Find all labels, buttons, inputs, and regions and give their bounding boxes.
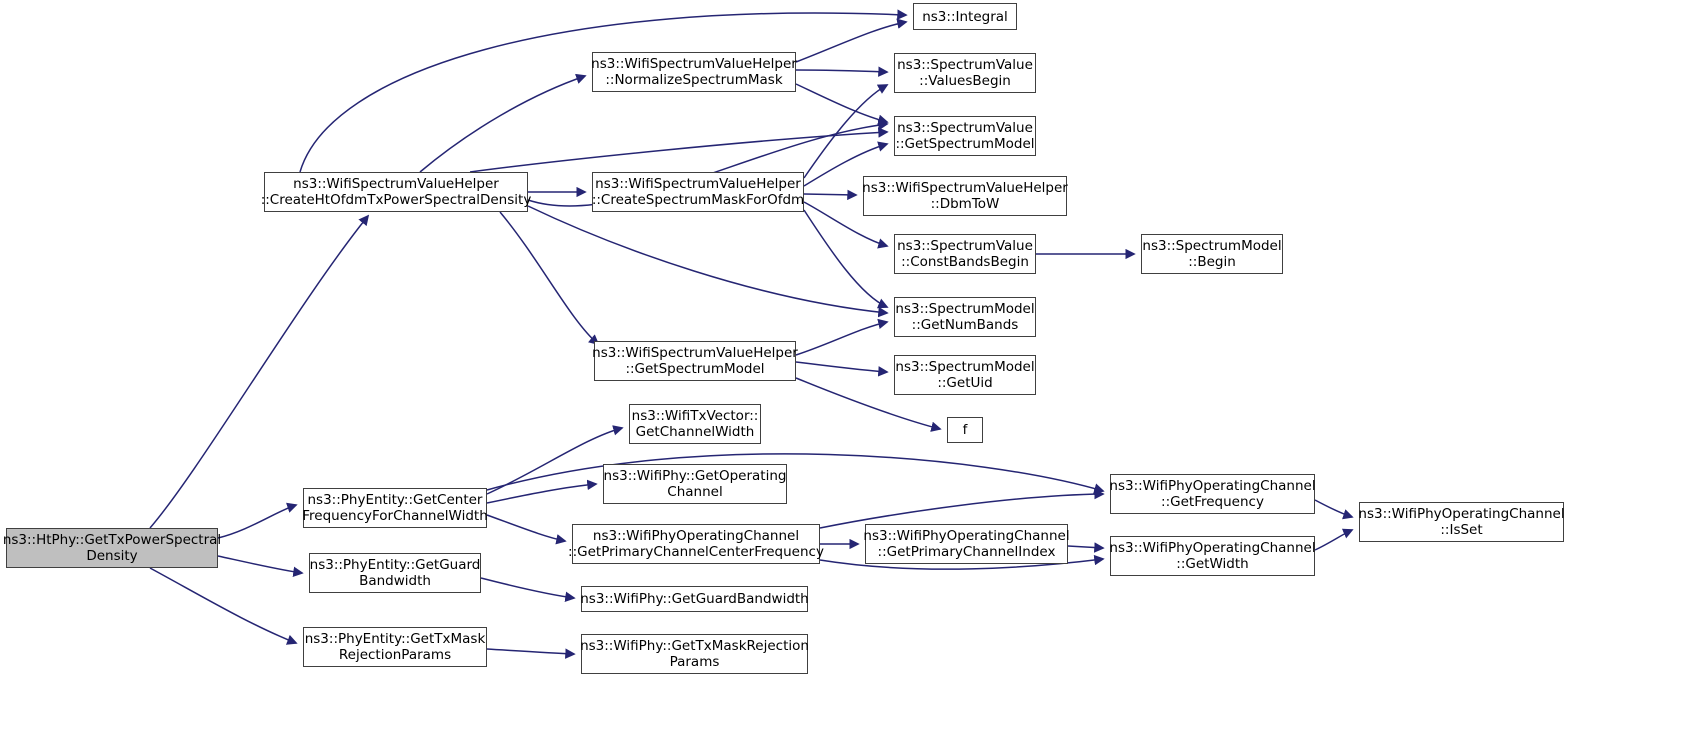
graph-node-valuesbegin[interactable]: ns3::SpectrumValue ::ValuesBegin: [894, 53, 1036, 93]
graph-edge-getwidth-to-isset: [1314, 528, 1354, 551]
graph-edge-primchanidx-to-getwidth: [1067, 542, 1105, 553]
graph-node-createht[interactable]: ns3::WifiSpectrumValueHelper ::CreateHtO…: [261, 172, 531, 212]
graph-node-createmask[interactable]: ns3::WifiSpectrumValueHelper ::CreateSpe…: [592, 172, 804, 212]
graph-node-label: ns3::WifiPhy::GetOperating Channel: [603, 468, 787, 500]
graph-edge-getguardbw-to-wifiphyguard: [480, 577, 576, 603]
graph-node-label: ns3::WifiPhyOperatingChannel ::GetFreque…: [1109, 478, 1316, 510]
graph-edge-gettxmask-to-wifiphytxmask: [486, 648, 576, 659]
graph-node-wsvhgetmodel[interactable]: ns3::WifiSpectrumValueHelper ::GetSpectr…: [592, 341, 798, 381]
graph-node-label: ns3::WifiPhy::GetGuardBandwidth: [580, 591, 809, 607]
graph-node-getuid[interactable]: ns3::SpectrumModel ::GetUid: [894, 355, 1036, 395]
graph-edge-createht-to-integral: [299, 9, 908, 173]
graph-node-label: ns3::WifiSpectrumValueHelper ::GetSpectr…: [592, 345, 798, 377]
graph-node-isset[interactable]: ns3::WifiPhyOperatingChannel ::IsSet: [1358, 502, 1565, 542]
graph-edge-root-to-getcenterfreq: [217, 502, 298, 539]
graph-edge-getcenterfreq-to-getopchan: [486, 479, 598, 504]
graph-node-txvecwidth[interactable]: ns3::WifiTxVector:: GetChannelWidth: [629, 404, 761, 444]
graph-node-label: ns3::SpectrumValue ::ValuesBegin: [897, 57, 1033, 89]
graph-node-normalize[interactable]: ns3::WifiSpectrumValueHelper ::Normalize…: [591, 52, 797, 92]
graph-node-label: ns3::WifiSpectrumValueHelper ::CreateHtO…: [260, 176, 532, 208]
graph-node-label: ns3::PhyEntity::GetCenter FrequencyForCh…: [302, 492, 488, 524]
graph-edge-normalize-to-getspecmodel: [795, 83, 889, 125]
graph-edge-primcenterfreq-to-getfrequency: [819, 488, 1105, 529]
graph-node-label: ns3::PhyEntity::GetTxMask RejectionParam…: [304, 631, 486, 663]
graph-edge-wsvhgetmodel-to-getnumbands: [795, 318, 889, 356]
graph-node-root[interactable]: ns3::HtPhy::GetTxPowerSpectral Density: [2, 528, 222, 568]
graph-node-label: ns3::SpectrumModel ::GetNumBands: [895, 301, 1035, 333]
graph-edge-createmask-to-valuesbegin: [803, 84, 889, 179]
graph-node-wifiphyguard[interactable]: ns3::WifiPhy::GetGuardBandwidth: [580, 586, 809, 612]
graph-node-smbegin[interactable]: ns3::SpectrumModel ::Begin: [1141, 234, 1283, 274]
graph-edge-root-to-gettxmask: [149, 567, 298, 645]
graph-node-primchanidx[interactable]: ns3::WifiPhyOperatingChannel ::GetPrimar…: [863, 524, 1070, 564]
graph-node-getcenterfreq[interactable]: ns3::PhyEntity::GetCenter FrequencyForCh…: [302, 488, 488, 528]
graph-node-label: ns3::WifiSpectrumValueHelper ::DbmToW: [862, 180, 1068, 212]
graph-edge-getfrequency-to-isset: [1314, 499, 1354, 520]
graph-node-label: f: [962, 422, 968, 438]
graph-node-label: ns3::WifiSpectrumValueHelper ::Normalize…: [591, 56, 797, 88]
graph-edge-normalize-to-valuesbegin: [795, 66, 889, 77]
graph-node-label: ns3::WifiPhyOperatingChannel ::GetPrimar…: [568, 528, 824, 560]
graph-edge-normalize-to-integral: [795, 18, 908, 63]
graph-node-getspecmodel[interactable]: ns3::SpectrumValue ::GetSpectrumModel: [894, 116, 1036, 156]
graph-edge-wsvhgetmodel-to-getuid: [795, 361, 889, 377]
graph-edge-createmask-to-getnumbands: [803, 209, 889, 309]
graph-edge-createmask-to-dbmtow: [803, 189, 858, 201]
graph-node-label: ns3::WifiPhyOperatingChannel ::GetWidth: [1109, 540, 1316, 572]
graph-node-label: ns3::WifiPhyOperatingChannel ::IsSet: [1358, 506, 1565, 538]
graph-node-label: ns3::Integral: [922, 8, 1008, 25]
graph-node-label: ns3::SpectrumValue ::GetSpectrumModel: [895, 120, 1035, 152]
graph-node-gettxmask[interactable]: ns3::PhyEntity::GetTxMask RejectionParam…: [303, 627, 487, 667]
graph-node-label: ns3::WifiSpectrumValueHelper ::CreateSpe…: [591, 176, 805, 208]
graph-node-getnumbands[interactable]: ns3::SpectrumModel ::GetNumBands: [894, 297, 1036, 337]
graph-node-getfrequency[interactable]: ns3::WifiPhyOperatingChannel ::GetFreque…: [1109, 474, 1316, 514]
graph-edge-createht-to-wsvhgetmodel: [499, 211, 600, 346]
graph-edge-createht-to-getnumbands: [527, 205, 889, 318]
graph-node-primcenterfreq[interactable]: ns3::WifiPhyOperatingChannel ::GetPrimar…: [568, 524, 824, 564]
graph-node-getwidth[interactable]: ns3::WifiPhyOperatingChannel ::GetWidth: [1109, 536, 1316, 576]
graph-node-label: ns3::SpectrumModel ::GetUid: [895, 359, 1035, 391]
graph-node-wifiphytxmask[interactable]: ns3::WifiPhy::GetTxMaskRejection Params: [580, 634, 809, 674]
graph-edge-createht-to-getspecmodel: [469, 127, 889, 173]
graph-node-label: ns3::HtPhy::GetTxPowerSpectral Density: [2, 532, 222, 564]
graph-node-fnode[interactable]: f: [947, 417, 983, 443]
graph-node-integral[interactable]: ns3::Integral: [913, 3, 1017, 30]
graph-edge-createht-to-normalize: [419, 73, 587, 173]
graph-edge-getcenterfreq-to-getfrequency: [486, 453, 1105, 494]
graph-node-constbands[interactable]: ns3::SpectrumValue ::ConstBandsBegin: [894, 234, 1036, 274]
graph-edge-getcenterfreq-to-primcenterfreq: [486, 514, 567, 545]
graph-node-label: ns3::WifiPhy::GetTxMaskRejection Params: [580, 638, 809, 670]
graph-node-label: ns3::WifiTxVector:: GetChannelWidth: [631, 408, 759, 440]
graph-node-dbmtow[interactable]: ns3::WifiSpectrumValueHelper ::DbmToW: [862, 176, 1068, 216]
graph-node-label: ns3::SpectrumModel ::Begin: [1142, 238, 1282, 270]
graph-node-label: ns3::SpectrumValue ::ConstBandsBegin: [897, 238, 1033, 270]
graph-edge-getcenterfreq-to-txvecwidth: [486, 425, 624, 495]
graph-node-label: ns3::PhyEntity::GetGuard Bandwidth: [309, 557, 481, 589]
graph-node-getopchan[interactable]: ns3::WifiPhy::GetOperating Channel: [603, 464, 787, 504]
graph-edge-root-to-getguardbw: [217, 555, 304, 578]
graph-node-getguardbw[interactable]: ns3::PhyEntity::GetGuard Bandwidth: [309, 553, 481, 593]
graph-edge-root-to-createht: [149, 214, 370, 529]
graph-node-label: ns3::WifiPhyOperatingChannel ::GetPrimar…: [863, 528, 1070, 560]
